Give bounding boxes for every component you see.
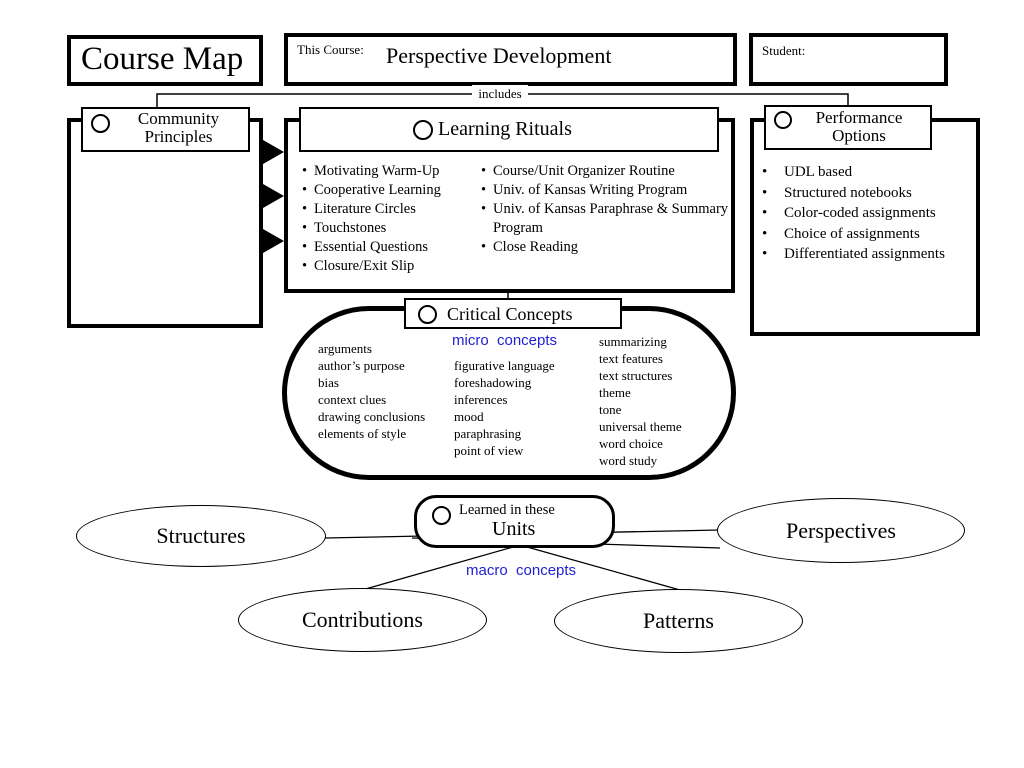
concept-item: author’s purpose	[318, 358, 405, 373]
unit-perspectives-label: Perspectives	[786, 517, 896, 543]
unit-patterns-ellipse: Patterns	[554, 589, 803, 653]
community-title-line2: Principles	[144, 127, 213, 146]
learning-rituals-title: Learning Rituals	[438, 118, 572, 140]
course-map-title-box: Course Map	[67, 35, 263, 86]
list-item: UDL based	[760, 162, 975, 183]
concept-item: drawing conclusions	[318, 409, 426, 424]
unit-structures-label: Structures	[156, 523, 246, 548]
course-name: Perspective Development	[386, 43, 612, 68]
list-item: Differentiated assignments	[760, 244, 975, 265]
list-item: Structured notebooks	[760, 183, 975, 204]
critical-concepts-header: Critical Concepts	[404, 298, 622, 329]
concept-item: mood	[454, 409, 484, 424]
includes-label: includes	[472, 85, 528, 102]
checkbox-circle-icon[interactable]	[413, 120, 433, 140]
concepts-col3: summarizing text features text structure…	[599, 333, 682, 469]
list-item: Choice of assignments	[760, 224, 975, 245]
community-title-line1: Community	[137, 109, 220, 128]
checkbox-circle-icon[interactable]	[774, 111, 792, 129]
units-title-line1: Learned in these	[459, 502, 555, 518]
concept-item: universal theme	[599, 419, 682, 434]
list-item: Univ. of Kansas Paraphrase & Summary Pro…	[479, 200, 729, 238]
performance-options-panel: UDL based Structured notebooks Color-cod…	[750, 118, 980, 336]
community-principles-header: Community Principles	[81, 107, 250, 152]
units-title-line2: Units	[492, 518, 536, 540]
units-pill: Learned in these Units	[414, 495, 615, 548]
concept-item: word study	[599, 453, 658, 468]
concept-item: arguments	[318, 341, 372, 356]
concept-item: text structures	[599, 368, 673, 383]
arrow-right-icon	[263, 229, 284, 253]
concept-item: paraphrasing	[454, 426, 522, 441]
macro-concepts-label: macro concepts	[466, 562, 577, 579]
concept-item: text features	[599, 351, 663, 366]
concept-item: point of view	[454, 443, 524, 458]
unit-perspectives-ellipse: Perspectives	[717, 498, 965, 563]
concept-item: word choice	[599, 436, 663, 451]
critical-concepts-panel: arguments author’s purpose bias context …	[282, 306, 736, 480]
course-label: This Course:	[297, 42, 364, 57]
list-item: Touchstones	[300, 219, 480, 238]
rituals-list-right: Course/Unit Organizer Routine Univ. of K…	[479, 162, 729, 257]
page-title: Course Map	[81, 41, 244, 77]
list-item: Color-coded assignments	[760, 203, 975, 224]
concept-item: inferences	[454, 392, 508, 407]
unit-patterns-label: Patterns	[643, 608, 714, 633]
unit-contributions-ellipse: Contributions	[238, 588, 487, 652]
micro-concepts-label: micro concepts	[452, 332, 558, 349]
list-item: Course/Unit Organizer Routine	[479, 162, 729, 181]
list-item: Closure/Exit Slip	[300, 257, 480, 276]
performance-title-line1: Performance	[815, 108, 903, 127]
arrow-right-icon	[263, 140, 284, 164]
checkbox-circle-icon[interactable]	[432, 506, 451, 525]
concept-item: tone	[599, 402, 622, 417]
concept-item: context clues	[318, 392, 387, 407]
checkbox-circle-icon[interactable]	[418, 305, 437, 324]
student-label: Student:	[762, 43, 806, 58]
critical-concepts-title: Critical Concepts	[447, 304, 573, 324]
list-item: Cooperative Learning	[300, 181, 480, 200]
learning-rituals-header: Learning Rituals	[299, 107, 719, 152]
performance-title-line2: Options	[832, 126, 886, 145]
community-principles-panel	[67, 118, 263, 328]
unit-structures-ellipse: Structures	[76, 505, 326, 567]
unit-contributions-label: Contributions	[301, 607, 423, 632]
rituals-list-left: Motivating Warm-Up Cooperative Learning …	[300, 162, 480, 276]
list-item: Essential Questions	[300, 238, 480, 257]
list-item: Motivating Warm-Up	[300, 162, 480, 181]
concept-item: bias	[318, 375, 339, 390]
checkbox-circle-icon[interactable]	[91, 114, 110, 133]
concept-item: theme	[599, 385, 631, 400]
concepts-col1: arguments author’s purpose bias context …	[318, 340, 425, 442]
concepts-col2: figurative language foreshadowing infere…	[454, 357, 555, 459]
list-item: Literature Circles	[300, 200, 480, 219]
list-item: Close Reading	[479, 238, 729, 257]
student-box: Student:	[749, 33, 948, 86]
concept-item: summarizing	[599, 334, 667, 349]
performance-options-header: Performance Options	[764, 105, 932, 150]
course-box: This Course: Perspective Development	[284, 33, 737, 86]
concept-item: elements of style	[318, 426, 407, 441]
list-item: Univ. of Kansas Writing Program	[479, 181, 729, 200]
arrow-right-icon	[263, 184, 284, 208]
concept-item: foreshadowing	[454, 375, 532, 390]
performance-list: UDL based Structured notebooks Color-cod…	[760, 162, 975, 265]
concept-item: figurative language	[454, 358, 555, 373]
